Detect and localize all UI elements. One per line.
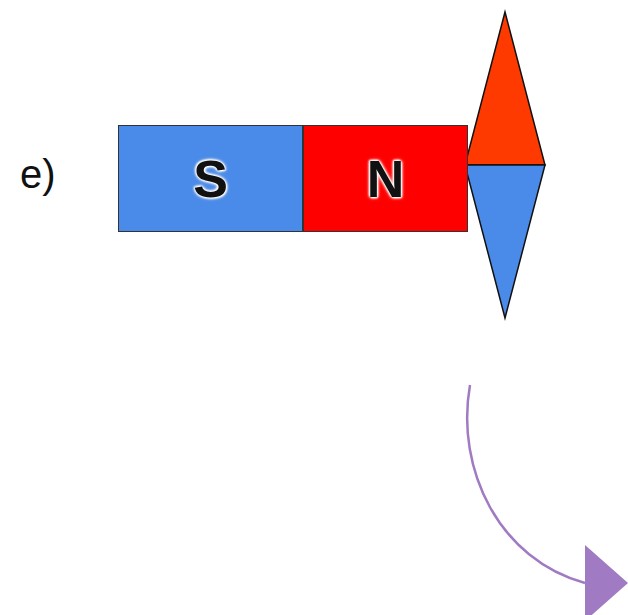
item-letter: e) — [20, 152, 56, 197]
compass-south-tip — [465, 165, 545, 318]
magnet-north-pole: N — [303, 125, 468, 232]
pole-letter: N — [367, 149, 405, 209]
rotation-arc — [467, 385, 585, 583]
compass-north-tip — [465, 12, 545, 165]
rotation-arrowhead — [585, 545, 628, 615]
pole-letter: S — [193, 149, 228, 209]
magnet-south-pole: S — [118, 125, 303, 232]
